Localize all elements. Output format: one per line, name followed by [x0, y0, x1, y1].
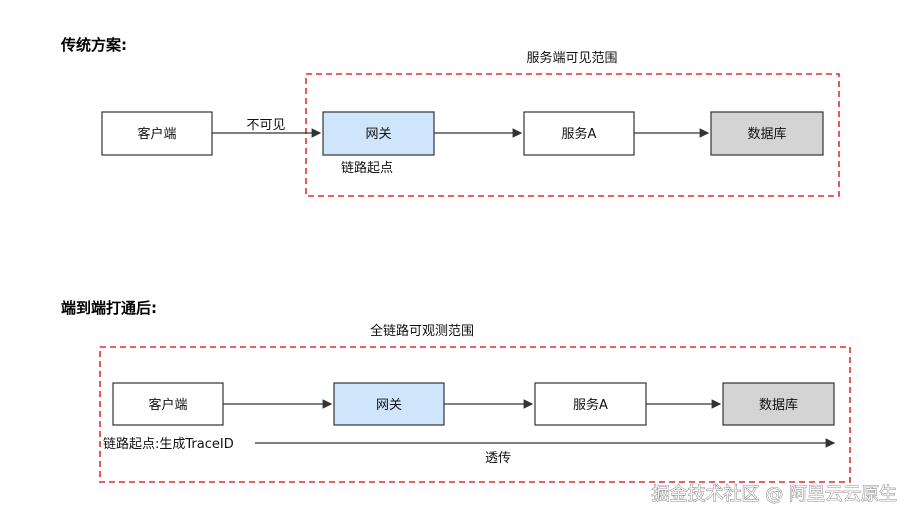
bottom-database-node [722, 382, 835, 426]
bottom-client-node [112, 382, 224, 426]
bottom-gateway-node [333, 382, 445, 426]
top-service-a-node [523, 111, 635, 156]
full-observable-scope-box [99, 346, 851, 483]
top-client-node [101, 111, 213, 156]
top-gateway-node [322, 111, 435, 156]
full-observable-scope-label: 全链路可观测范围 [370, 323, 474, 339]
server-visible-scope-box [305, 73, 840, 197]
passthrough-label: 透传 [485, 451, 511, 466]
bottom-gateway-label: 网关 [376, 398, 402, 413]
top-database-label: 数据库 [747, 126, 786, 142]
traditional-solution-title: 传统方案: [60, 36, 127, 54]
bottom-service-a-label: 服务A [573, 397, 608, 413]
end-to-end-title: 端到端打通后: [61, 299, 157, 317]
bottom-service-a-node [534, 382, 647, 426]
top-trace-start-label: 链路起点 [341, 160, 393, 176]
bottom-client-label: 客户端 [148, 397, 187, 413]
watermark-text: 掘金技术社区 @ 阿里云云原生 [652, 484, 897, 505]
top-client-label: 客户端 [137, 126, 176, 142]
top-database-node [710, 111, 824, 156]
top-gateway-label: 网关 [365, 127, 391, 142]
bottom-trace-start-label: 链路起点:生成TraceID [103, 436, 234, 452]
server-visible-scope-label: 服务端可见范围 [526, 50, 617, 66]
bottom-database-label: 数据库 [759, 397, 798, 413]
invisible-edge-label: 不可见 [246, 118, 285, 133]
top-service-a-label: 服务A [562, 126, 597, 142]
